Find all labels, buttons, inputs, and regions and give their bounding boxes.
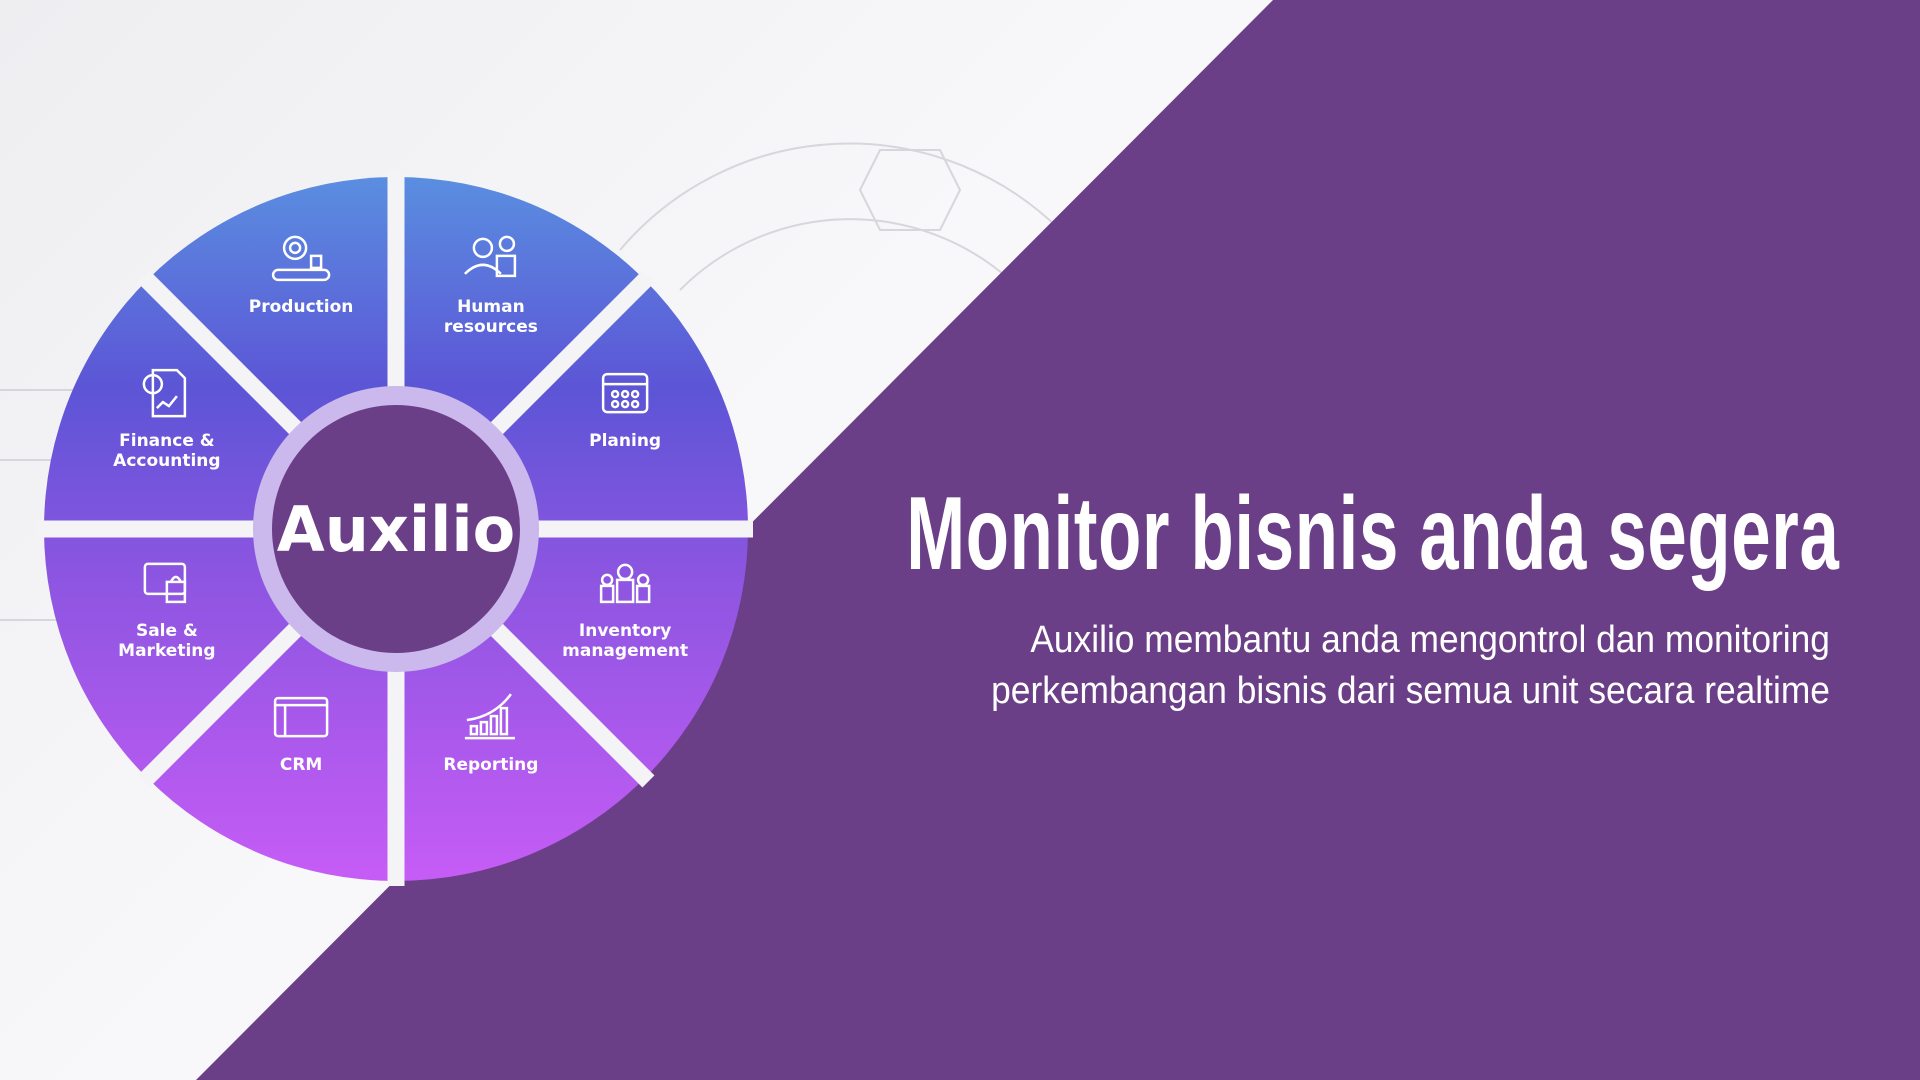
crm-window-icon — [273, 696, 329, 738]
growth-chart-icon — [464, 693, 515, 740]
segment-label: Planing — [589, 431, 661, 451]
segment-label: management — [562, 641, 688, 661]
finance-report-icon — [142, 368, 187, 418]
segment-label: Production — [249, 297, 354, 317]
wheel-segment-planing: Planing — [589, 372, 661, 451]
gear-conveyor-icon — [271, 235, 331, 282]
calendar-icon — [601, 372, 649, 414]
segment-label: Sale & — [136, 621, 198, 641]
segment-label: Human — [457, 297, 525, 317]
wheel-segment-crm: CRM — [273, 696, 329, 775]
brand-logo-text: Auxilio — [277, 493, 515, 566]
subtitle-line-2: perkembangan bisnis dari semua unit seca… — [991, 670, 1830, 712]
subtitle-line-1: Auxilio membantu anda mengontrol dan mon… — [1030, 619, 1830, 661]
segment-label: resources — [444, 317, 538, 337]
wheel-segment-production: Production — [249, 235, 354, 317]
segment-label: Inventory — [579, 621, 671, 641]
wheel-segment-reporting: Reporting — [443, 693, 538, 775]
segment-label: CRM — [280, 755, 322, 775]
segment-label: Finance & — [119, 431, 215, 451]
wheel-segment-sale-marketing: Sale &Marketing — [118, 562, 216, 661]
shopping-icon — [143, 562, 187, 604]
subtitle: Auxilio membantu anda mengontrol dan mon… — [991, 615, 1830, 717]
human-resources-icon — [464, 235, 517, 278]
purple-diagonal-panel — [196, 0, 1920, 1080]
segment-label: Marketing — [118, 641, 215, 661]
wheel-segment-finance-accounting: Finance &Accounting — [113, 368, 221, 471]
segment-label: Reporting — [443, 755, 538, 775]
center-hub — [272, 405, 520, 653]
segment-label: Accounting — [113, 451, 220, 471]
headline: Monitor bisnis anda segera — [906, 476, 1840, 592]
team-icon — [599, 563, 651, 604]
